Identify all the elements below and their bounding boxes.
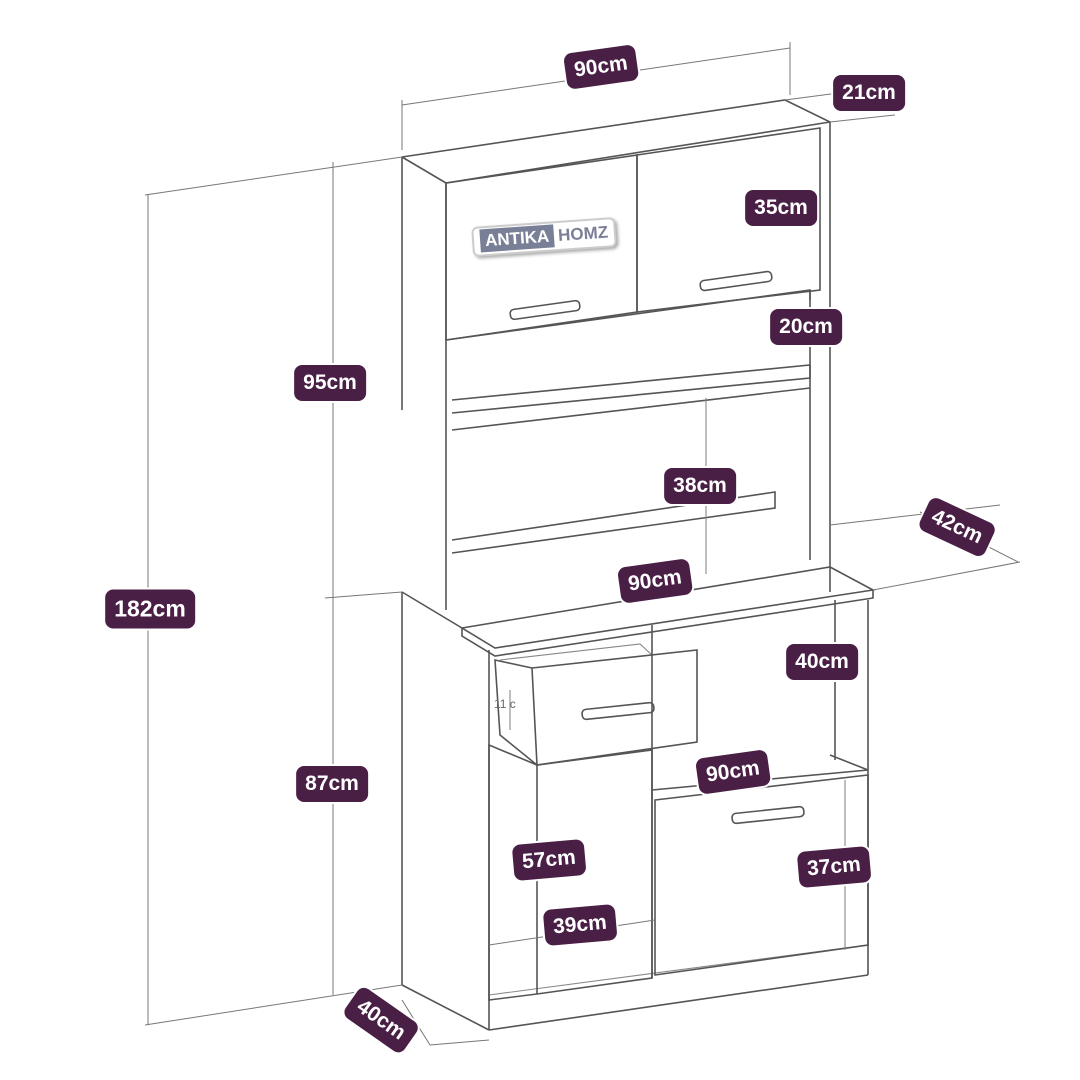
- middle-shelf-gap-label: 38cm: [664, 468, 736, 504]
- upper-door-height-label: 35cm: [745, 190, 817, 226]
- lower-open-height-label: 40cm: [786, 644, 858, 680]
- lower-height-label: 87cm: [296, 766, 368, 802]
- upper-height-label: 95cm: [294, 365, 366, 401]
- upper-shelf-gap-label: 20cm: [770, 309, 842, 345]
- brand-logo-part1: ANTIKA: [479, 224, 555, 253]
- total-height-label: 182cm: [105, 589, 195, 629]
- left-door-height-label: 57cm: [511, 838, 587, 882]
- top-depth-label: 21cm: [833, 75, 905, 111]
- right-door-height-label: 37cm: [796, 845, 872, 889]
- drawer-height-label: 11 c: [494, 697, 516, 711]
- left-door-width-label: 39cm: [542, 903, 618, 947]
- brand-logo-part2: HOMZ: [557, 222, 609, 245]
